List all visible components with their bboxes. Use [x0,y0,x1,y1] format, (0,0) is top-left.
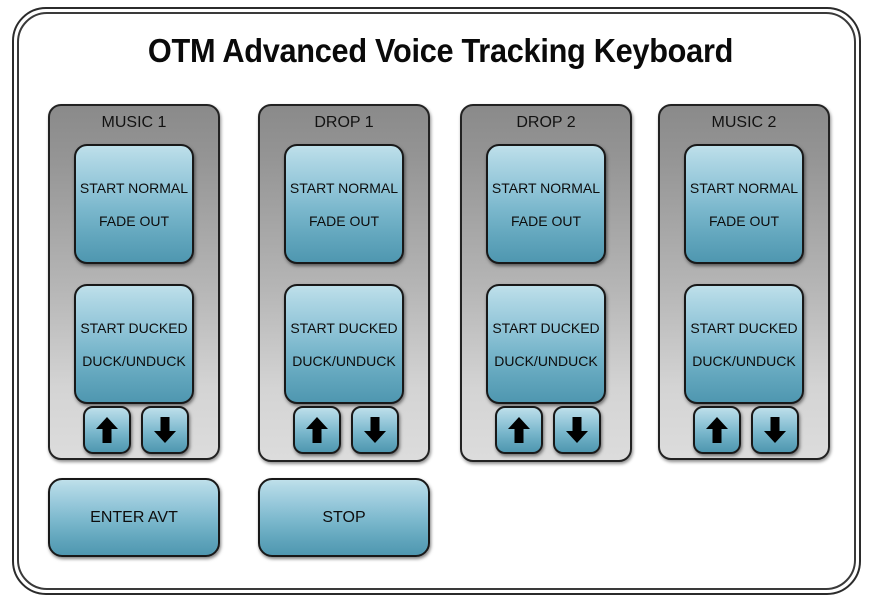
button-line-1: START NORMAL [79,179,189,196]
button-line-1: START DUCKED [690,319,798,336]
button-line-1: START DUCKED [492,319,600,336]
channel-panel-drop-2: DROP 2 START NORMAL FADE OUT START DUCKE… [460,104,632,462]
channel-header-drop-1: DROP 1 [314,114,374,131]
volume-up-button-drop-2[interactable] [495,406,543,454]
page-title: OTM Advanced Voice Tracking Keyboard [147,32,734,69]
volume-up-button-music-1[interactable] [83,406,131,454]
channel-header-music-1: MUSIC 1 [101,114,167,131]
arrow-up-icon [96,417,118,443]
channel-header-drop-2: DROP 2 [516,114,576,131]
volume-up-button-drop-1[interactable] [293,406,341,454]
button-line-2: FADE OUT [708,212,779,229]
arrow-down-icon [154,417,176,443]
button-line-2: DUCK/UNDUCK [692,352,796,369]
arrow-down-icon [364,417,386,443]
button-line-2: FADE OUT [308,212,379,229]
button-line-2: FADE OUT [510,212,581,229]
volume-down-button-drop-2[interactable] [553,406,601,454]
start-ducked-duck-unduck-button-drop-2[interactable]: START DUCKED DUCK/UNDUCK [486,284,606,404]
start-normal-fade-out-button-music-1[interactable]: START NORMAL FADE OUT [74,144,194,264]
button-line-1: START NORMAL [689,179,799,196]
volume-down-button-drop-1[interactable] [351,406,399,454]
arrow-down-icon [764,417,786,443]
channel-panel-drop-1: DROP 1 START NORMAL FADE OUT START DUCKE… [258,104,430,462]
start-normal-fade-out-button-drop-2[interactable]: START NORMAL FADE OUT [486,144,606,264]
start-ducked-duck-unduck-button-music-2[interactable]: START DUCKED DUCK/UNDUCK [684,284,804,404]
button-line-1: START DUCKED [80,319,188,336]
button-line-2: FADE OUT [98,212,169,229]
volume-down-button-music-2[interactable] [751,406,799,454]
stop-button[interactable]: STOP [258,478,430,557]
start-ducked-duck-unduck-button-drop-1[interactable]: START DUCKED DUCK/UNDUCK [284,284,404,404]
enter-avt-button[interactable]: ENTER AVT [48,478,220,557]
button-line-2: DUCK/UNDUCK [292,352,396,369]
button-line-1: START DUCKED [290,319,398,336]
inner-frame-border [17,12,856,590]
arrow-up-icon [706,417,728,443]
start-normal-fade-out-button-drop-1[interactable]: START NORMAL FADE OUT [284,144,404,264]
button-line-1: START NORMAL [289,179,399,196]
channel-panel-music-1: MUSIC 1 START NORMAL FADE OUT START DUCK… [48,104,220,460]
arrow-up-icon [306,417,328,443]
button-line-1: START NORMAL [491,179,601,196]
button-line-2: DUCK/UNDUCK [82,352,186,369]
stop-label: STOP [322,508,366,526]
button-line-2: DUCK/UNDUCK [494,352,598,369]
enter-avt-label: ENTER AVT [90,508,178,526]
arrow-up-icon [508,417,530,443]
channel-header-music-2: MUSIC 2 [711,114,777,131]
start-normal-fade-out-button-music-2[interactable]: START NORMAL FADE OUT [684,144,804,264]
outer-frame-border [12,7,861,595]
volume-down-button-music-1[interactable] [141,406,189,454]
volume-up-button-music-2[interactable] [693,406,741,454]
start-ducked-duck-unduck-button-music-1[interactable]: START DUCKED DUCK/UNDUCK [74,284,194,404]
arrow-down-icon [566,417,588,443]
channel-panel-music-2: MUSIC 2 START NORMAL FADE OUT START DUCK… [658,104,830,460]
